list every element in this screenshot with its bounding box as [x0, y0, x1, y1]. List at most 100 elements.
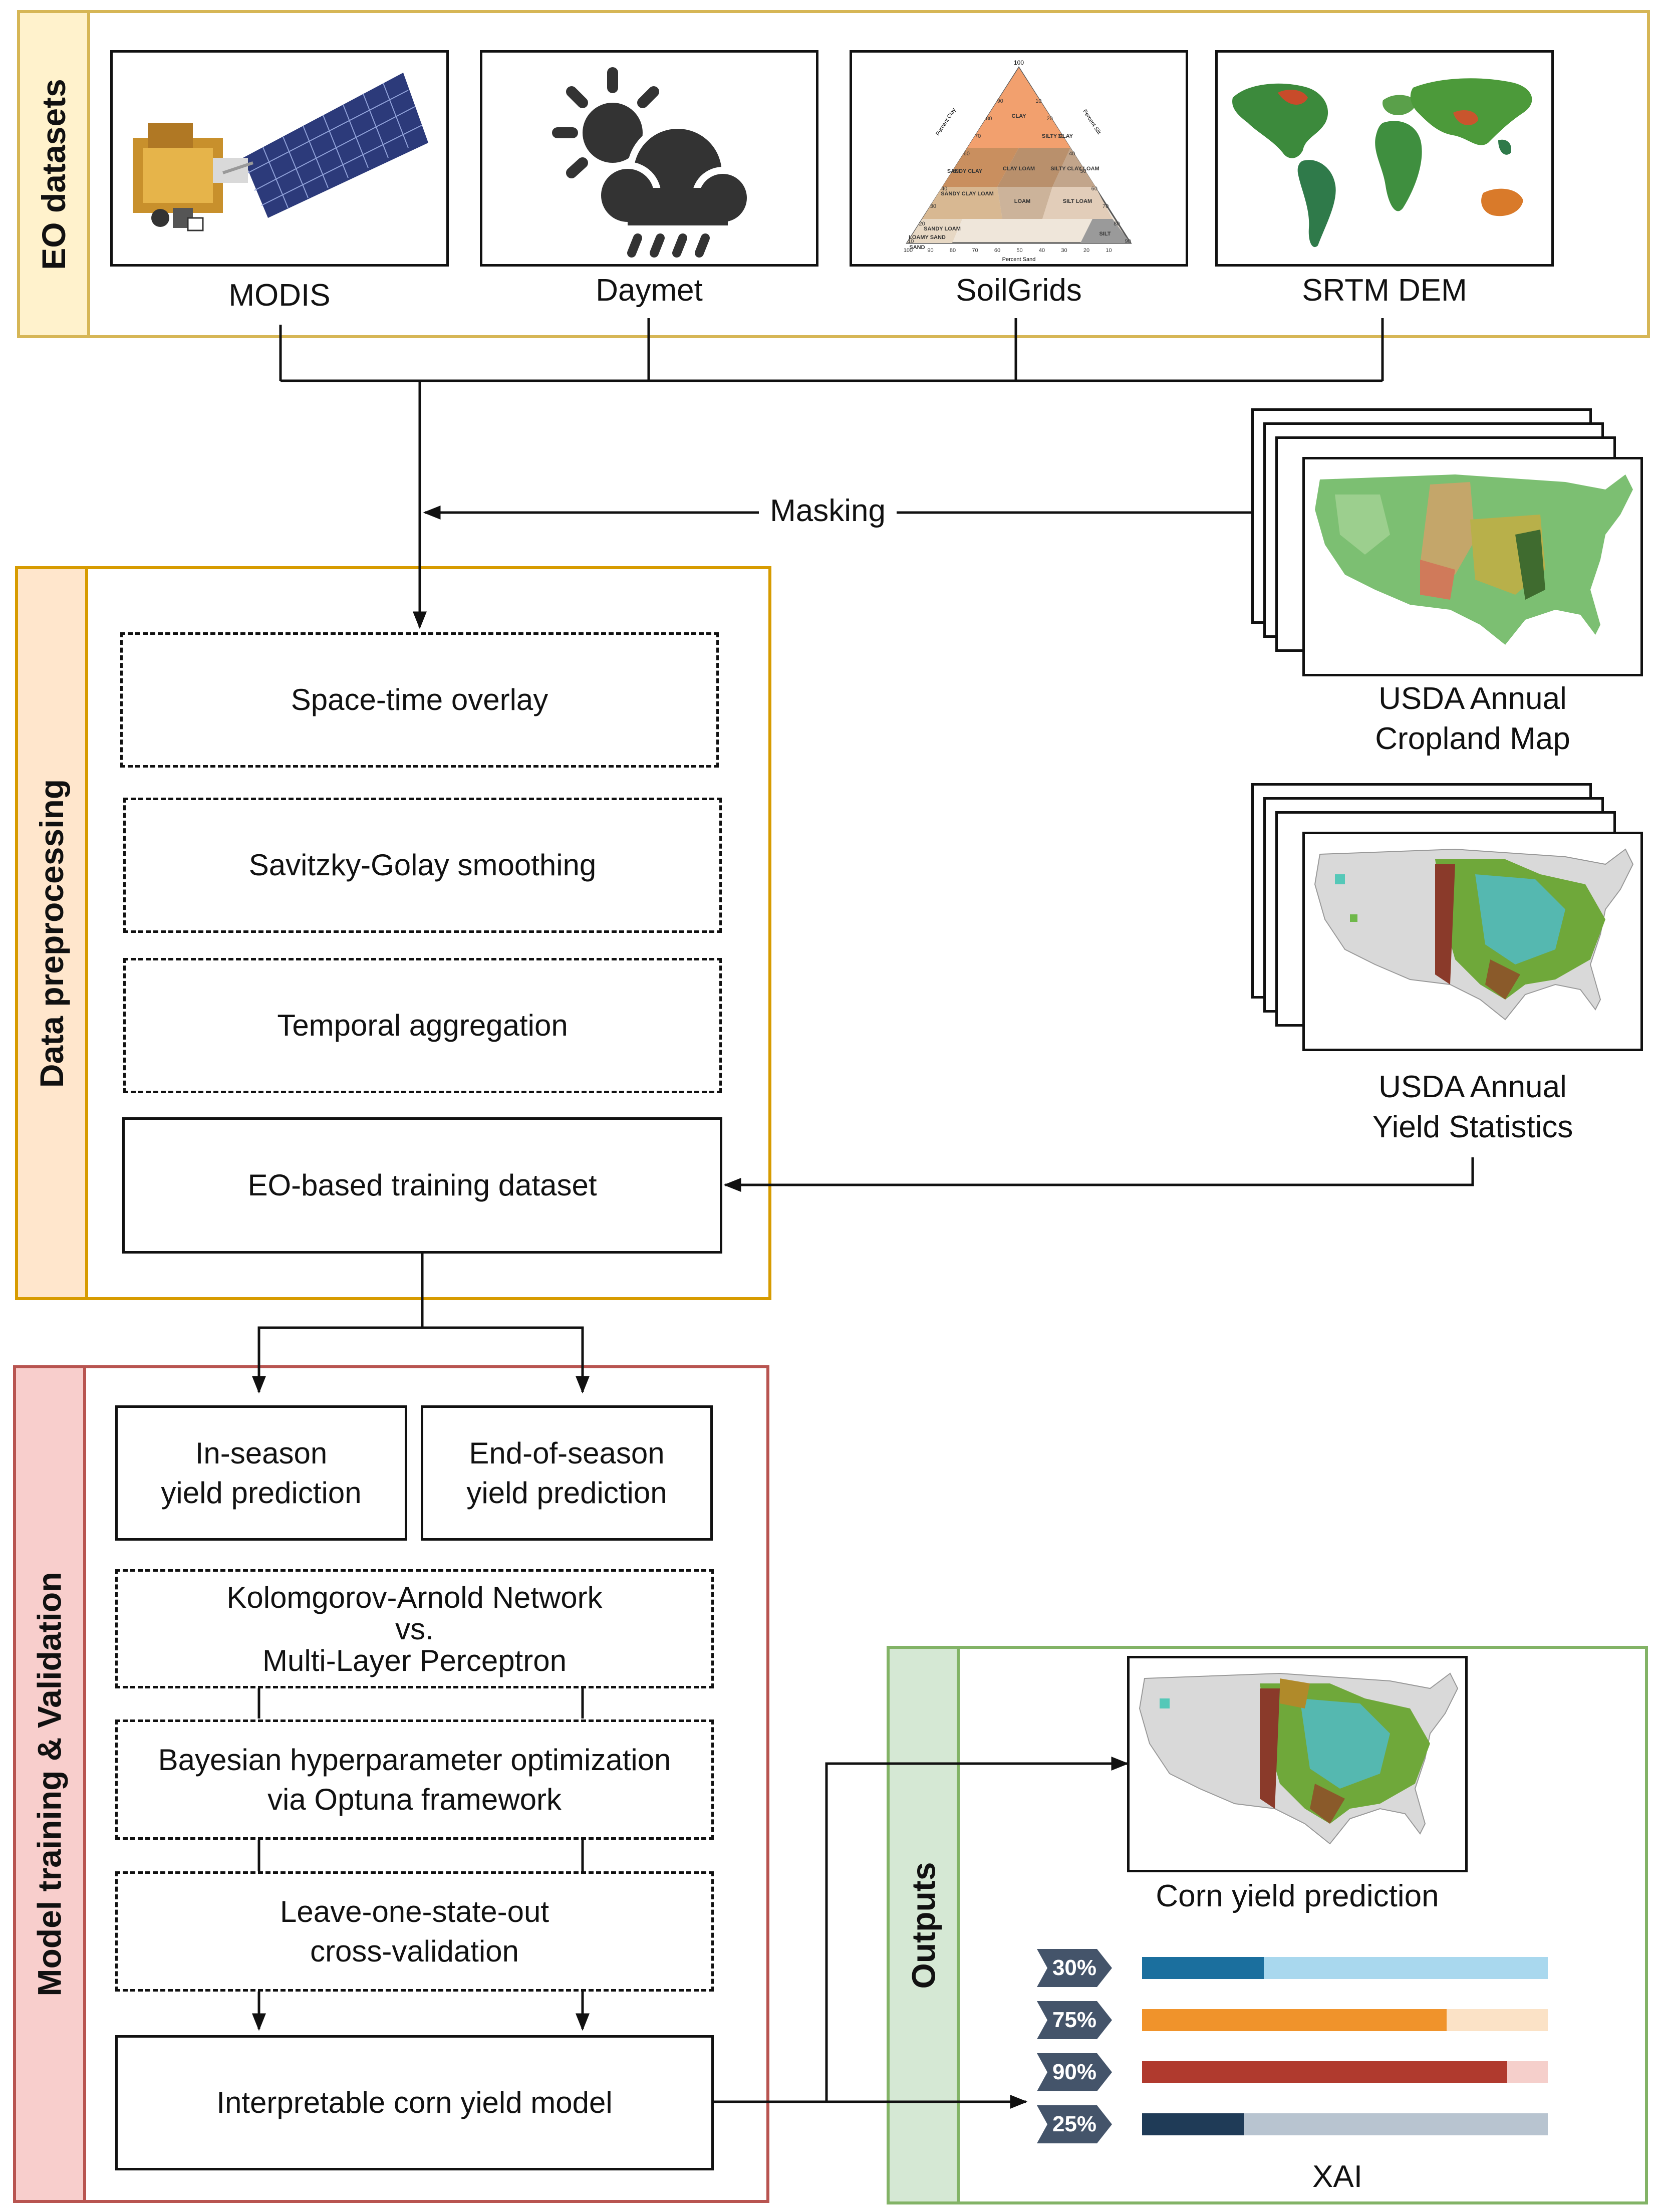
soil-left-tick: 40 [941, 186, 947, 192]
cropland-map-image [1302, 457, 1643, 676]
soil-axis-left-label: Percent Clay [935, 107, 957, 137]
soilgrids-label: SoilGrids [956, 273, 1082, 308]
soil-right-tick: 60 [1091, 186, 1097, 192]
xai-label: XAI [1312, 2159, 1362, 2194]
cross-validation-step: Leave-one-state-out cross-validation [115, 1871, 714, 1992]
soil-bottom-tick: 60 [994, 248, 1000, 254]
in-season-prediction-box: In-season yield prediction [115, 1405, 407, 1541]
soil-top-tick: 100 [1014, 59, 1024, 66]
yield-stats-label-line2: Yield Statistics [1372, 1110, 1573, 1144]
space-time-overlay-text: Space-time overlay [291, 683, 548, 717]
soil-bottom-tick: 10 [1106, 248, 1112, 254]
xai-percent-tag: 25% [1037, 2105, 1112, 2143]
outputs-title: Outputs [905, 1862, 942, 1989]
network-line3: Multi-Layer Perceptron [262, 1643, 567, 1677]
model-training-title: Model training & Validation [31, 1572, 69, 1997]
model-training-panel: Model training & Validation [13, 1365, 769, 2203]
optimization-line1: Bayesian hyperparameter optimization [158, 1743, 671, 1777]
interpretable-model-box: Interpretable corn yield model [115, 2035, 714, 2170]
soil-class-label: SAND [909, 244, 925, 251]
soil-class-label: SANDY LOAM [924, 226, 961, 232]
interpretable-model-text: Interpretable corn yield model [216, 2086, 613, 2120]
end-of-season-line2: yield prediction [466, 1476, 667, 1510]
soil-right-tick: 50 [1080, 168, 1086, 174]
soil-bottom-tick: 90 [927, 248, 933, 254]
soil-class-label: LOAM [1014, 198, 1030, 204]
end-of-season-line1: End-of-season [469, 1436, 665, 1470]
data-preprocessing-header: Data preprocessing [18, 569, 88, 1297]
soil-bottom-tick: 80 [950, 248, 956, 254]
us-cropland-map-icon [1315, 474, 1633, 645]
in-season-line1: In-season [195, 1436, 328, 1470]
network-line1: Kolomgorov-Arnold Network [226, 1580, 603, 1614]
xai-bar-fill [1142, 2113, 1244, 2135]
xai-percent-tag: 30% [1037, 1949, 1112, 1987]
soil-class-label: SANDY CLAY [947, 168, 983, 174]
us-yield-map-icon [1314, 848, 1634, 1021]
us-corn-yield-map-icon [1139, 1672, 1459, 1845]
yield-stats-label-line1: USDA Annual [1378, 1070, 1567, 1104]
modis-label: MODIS [228, 278, 331, 313]
soil-left-tick: 50 [952, 168, 958, 174]
network-line2: vs. [395, 1612, 434, 1646]
modis-image [110, 50, 449, 267]
eo-datasets-header: EO datasets [20, 13, 90, 335]
soil-right-tick: 70 [1102, 203, 1109, 209]
soil-right-tick: 80 [1114, 221, 1120, 227]
soil-left-tick: 30 [930, 203, 936, 209]
savitzky-golay-step: Savitzky-Golay smoothing [123, 798, 722, 933]
end-of-season-prediction-box: End-of-season yield prediction [421, 1405, 713, 1541]
soil-class-label: SANDY CLAY LOAM [941, 191, 994, 197]
eo-datasets-title: EO datasets [35, 78, 72, 270]
soil-right-tick: 20 [1046, 116, 1052, 122]
soil-bottom-tick: 100 [904, 248, 913, 254]
soil-class-label: SILT [1099, 231, 1111, 237]
soil-class-label: SILT LOAM [1063, 198, 1092, 204]
soil-right-tick: 30 [1058, 133, 1064, 139]
soil-left-tick: 60 [964, 151, 970, 157]
soil-right-tick: 40 [1069, 151, 1075, 157]
hyperparameter-optimization-step: Bayesian hyperparameter optimization via… [115, 1719, 714, 1840]
soil-left-tick: 20 [919, 221, 925, 227]
satellite-icon [133, 73, 428, 231]
training-dataset-box: EO-based training dataset [122, 1117, 722, 1254]
in-season-line2: yield prediction [161, 1476, 362, 1510]
soil-class-label: LOAMY SAND [909, 234, 946, 240]
soil-right-tick: 10 [1035, 98, 1041, 104]
network-comparison-step: Kolomgorov-Arnold Network vs. Multi-Laye… [115, 1569, 714, 1688]
soil-class-label: CLAY LOAM [1003, 166, 1035, 172]
yield-statistics-image [1302, 832, 1643, 1051]
savitzky-golay-text: Savitzky-Golay smoothing [248, 848, 597, 882]
daymet-label: Daymet [596, 273, 703, 308]
corn-yield-prediction-image [1127, 1656, 1468, 1872]
soil-class-label: CLAY [1012, 113, 1027, 119]
outputs-header: Outputs [890, 1649, 960, 2201]
xai-percent-tag: 90% [1037, 2053, 1112, 2091]
soil-left-tick: 80 [986, 116, 992, 122]
srtm-dem-image [1215, 50, 1554, 267]
soil-left-tick: 90 [997, 98, 1003, 104]
validation-line1: Leave-one-state-out [280, 1894, 549, 1928]
xai-bar-chart: 30% 75% 90% 25% [1037, 1949, 1548, 2169]
temporal-aggregation-step: Temporal aggregation [123, 958, 722, 1093]
xai-bar-fill [1142, 2009, 1447, 2031]
eo-datasets-panel: EO datasets [17, 10, 1650, 338]
masking-label: Masking [759, 491, 897, 532]
soil-bottom-tick: 50 [1016, 248, 1022, 254]
soil-axis-bottom-label: Percent Sand [1002, 257, 1036, 263]
cropland-label-line1: USDA Annual [1378, 681, 1567, 716]
validation-line2: cross-validation [310, 1934, 519, 1968]
soil-left-tick: 10 [908, 238, 914, 244]
soil-axis-right-label: Percent Silt [1081, 109, 1102, 136]
corn-yield-prediction-label: Corn yield prediction [1156, 1879, 1439, 1913]
temporal-aggregation-text: Temporal aggregation [277, 1009, 568, 1043]
daymet-image [480, 50, 818, 267]
soil-left-tick: 70 [975, 133, 981, 139]
xai-bar-fill [1142, 2061, 1507, 2083]
training-dataset-text: EO-based training dataset [247, 1168, 597, 1202]
soil-bottom-tick: 70 [972, 248, 978, 254]
xai-percent-tag: 75% [1037, 2001, 1112, 2039]
soil-bottom-tick: 20 [1083, 248, 1089, 254]
